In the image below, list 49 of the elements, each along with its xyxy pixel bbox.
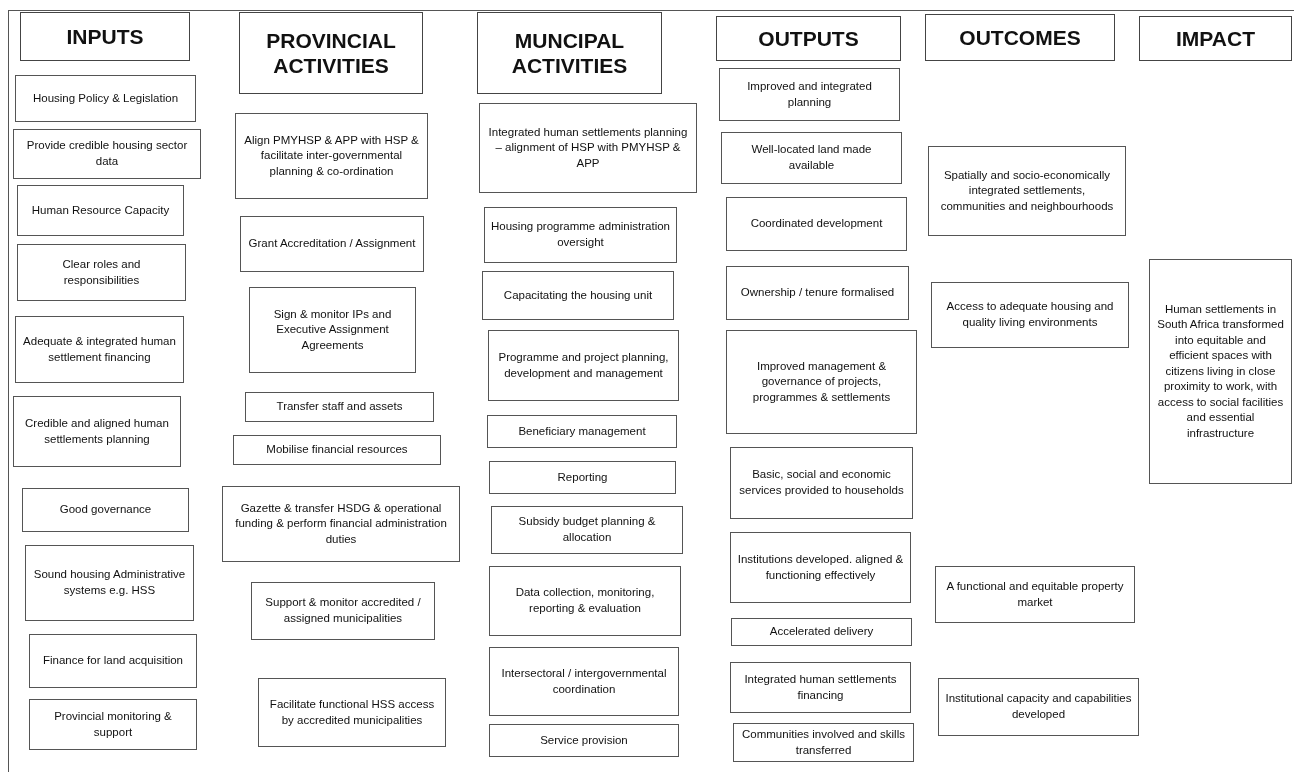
text-box: Grant Accreditation / Assignment [240, 216, 424, 272]
text-box: Housing Policy & Legislation [15, 75, 196, 122]
column-header: MUNCIPAL ACTIVITIES [477, 12, 662, 94]
text-box: Institutional capacity and capabilities developed [938, 678, 1139, 736]
text-box: Improved and integrated planning [719, 68, 900, 121]
text-box: Coordinated development [726, 197, 907, 251]
text-box: Housing programme administration oversight [484, 207, 677, 263]
text-box: Align PMYHSP & APP with HSP & facilitate inter-governmental planning & co-ordination [235, 113, 428, 199]
column-header: PROVINCIAL ACTIVITIES [239, 12, 423, 94]
text-box: Adequate & integrated human settlement financing [15, 316, 184, 383]
text-box: Communities involved and skills transferred [733, 723, 914, 762]
text-box: Finance for land acquisition [29, 634, 197, 688]
text-box: Ownership / tenure formalised [726, 266, 909, 320]
text-box: Subsidy budget planning & allocation [491, 506, 683, 554]
text-box: Reporting [489, 461, 676, 494]
text-box: Support & monitor accredited / assigned municipalities [251, 582, 435, 640]
text-box: Provincial monitoring & support [29, 699, 197, 750]
text-box: Integrated human settlements planning – alignment of HSP with PMYHSP & APP [479, 103, 697, 193]
text-box: Credible and aligned human settlements planning [13, 396, 181, 467]
text-box: Mobilise financial resources [233, 435, 441, 465]
text-box: Institutions developed. aligned & functioning effectively [730, 532, 911, 603]
text-box: Human settlements in South Africa transformed into equitable and efficient spaces with citizens living in close proximity to work, with access to social facilities and essential infrastructure [1149, 259, 1292, 484]
text-box: Service provision [489, 724, 679, 757]
column-header: OUTPUTS [716, 16, 901, 61]
text-box: Human Resource Capacity [17, 185, 184, 236]
column-header: INPUTS [20, 12, 190, 61]
text-box: Access to adequate housing and quality living environments [931, 282, 1129, 348]
text-box: Sign & monitor IPs and Executive Assignment Agreements [249, 287, 416, 373]
text-box: Good governance [22, 488, 189, 532]
text-box: Beneficiary management [487, 415, 677, 448]
text-box: Basic, social and economic services provided to households [730, 447, 913, 519]
text-box: Accelerated delivery [731, 618, 912, 646]
text-box: Improved management & governance of projects, programmes & settlements [726, 330, 917, 434]
text-box: Transfer staff and assets [245, 392, 434, 422]
text-box: Clear roles and responsibilities [17, 244, 186, 301]
text-box: Capacitating the housing unit [482, 271, 674, 320]
text-box: Spatially and socio-economically integrated settlements, communities and neighbourhoods [928, 146, 1126, 236]
text-box: Facilitate functional HSS access by accredited municipalities [258, 678, 446, 747]
text-box: Data collection, monitoring, reporting & evaluation [489, 566, 681, 636]
text-box: A functional and equitable property market [935, 566, 1135, 623]
text-box: Well-located land made available [721, 132, 902, 184]
text-box: Gazette & transfer HSDG & operational funding & perform financial administration duties [222, 486, 460, 562]
text-box: Sound housing Administrative systems e.g. HSS [25, 545, 194, 621]
column-header: OUTCOMES [925, 14, 1115, 61]
text-box: Integrated human settlements financing [730, 662, 911, 713]
text-box: Provide credible housing sector data [13, 129, 201, 179]
text-box: Intersectoral / intergovernmental coordination [489, 647, 679, 716]
column-header: IMPACT [1139, 16, 1292, 61]
text-box: Programme and project planning, development and management [488, 330, 679, 401]
